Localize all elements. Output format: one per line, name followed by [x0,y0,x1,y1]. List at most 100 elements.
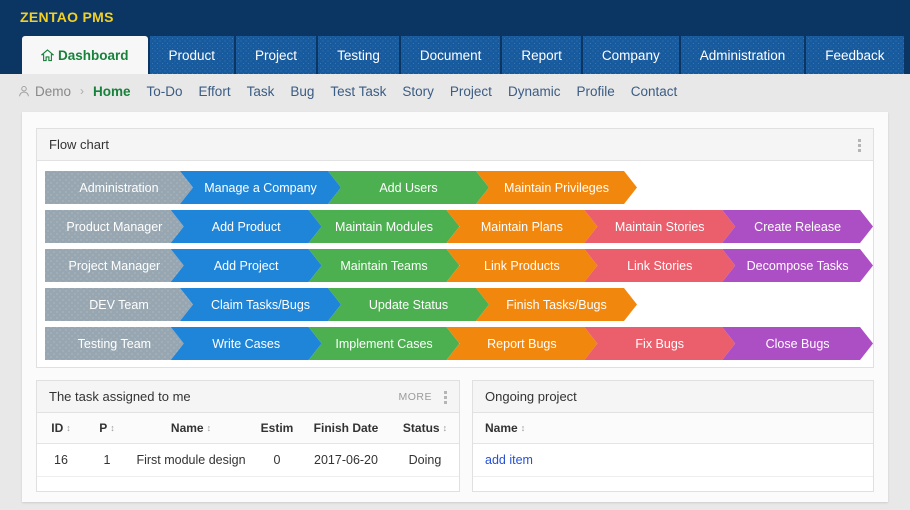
crumb-dynamic[interactable]: Dynamic [507,83,561,99]
tab-label: Administration [699,47,786,63]
flow-step-label: Update Status [368,297,449,312]
tab-project[interactable]: Project [236,36,316,74]
cell-name[interactable]: First module design [129,443,253,477]
kebab-menu-icon[interactable] [856,137,863,154]
tab-feedback[interactable]: Feedback [806,36,903,74]
flow-chart-actions [856,129,863,161]
sort-icon: ↕ [442,423,448,434]
column-header-p[interactable]: P↕ [85,413,129,444]
flow-step[interactable]: Add Users [328,171,489,204]
column-header-finish-date[interactable]: Finish Date [301,413,391,444]
flow-step[interactable]: Close Bugs [722,327,873,360]
tab-label: Company [601,47,660,63]
sort-icon: ↕ [66,423,71,434]
flow-step[interactable]: Maintain Modules [309,210,460,243]
col-label: ID [51,421,64,435]
flow-step[interactable]: Product Manager [45,210,184,243]
flow-step[interactable]: Administration [45,171,193,204]
col-label: Finish Date [313,421,379,435]
flow-step-label: Add Project [213,258,279,273]
crumb-project[interactable]: Project [449,83,492,99]
tab-report[interactable]: Report [502,36,581,74]
ongoing-project-panel: Ongoing project Name↕ add item [472,380,874,492]
flow-step[interactable]: Fix Bugs [584,327,735,360]
crumb-story[interactable]: Story [402,83,434,99]
col-label: Status [402,421,440,435]
flow-step[interactable]: Write Cases [171,327,322,360]
main-tab-bar: Dashboard Product Project Testing Docume… [0,36,910,74]
flow-step-label: Create Release [754,219,842,234]
tab-document[interactable]: Document [401,36,501,74]
crumb-profile[interactable]: Profile [576,83,615,99]
flow-chart-header: Flow chart [37,129,873,161]
flow-step[interactable]: Decompose Tasks [722,249,873,282]
flow-step[interactable]: Manage a Company [180,171,341,204]
tab-product[interactable]: Product [150,36,235,74]
flow-step[interactable]: Update Status [328,288,489,321]
flow-step-label: Report Bugs [487,336,557,351]
flow-step[interactable]: Testing Team [45,327,184,360]
more-link[interactable]: MORE [398,391,432,403]
column-header-name[interactable]: Name↕ [473,413,873,444]
cell-estim: 0 [253,443,301,477]
flow-step[interactable]: Report Bugs [446,327,597,360]
crumb-bug[interactable]: Bug [290,83,315,99]
flow-step[interactable]: Implement Cases [309,327,460,360]
cell-add: add item [473,443,873,477]
flow-step[interactable]: Create Release [722,210,873,243]
kebab-menu-icon[interactable] [442,389,449,406]
flow-step[interactable]: Maintain Teams [309,249,460,282]
flow-step-label: Maintain Teams [340,258,428,273]
col-label: Estim [260,421,294,435]
table-header-row: ID↕ P↕ Name↕ Estim Finish Date [37,413,459,444]
cell-finish-date: 2017-06-20 [301,443,391,477]
crumb-contact[interactable]: Contact [630,83,678,99]
column-header-id[interactable]: ID↕ [37,413,85,444]
table-row[interactable]: 16 1 First module design 0 2017-06-20 Do… [37,443,459,477]
flow-step[interactable]: Finish Tasks/Bugs [476,288,637,321]
my-tasks-title: The task assigned to me [49,389,191,404]
flow-step[interactable]: Maintain Plans [446,210,597,243]
flow-row: Project Manager Add Project Maintain Teams… [37,249,873,282]
flow-step-label: Link Stories [627,258,693,273]
tab-testing[interactable]: Testing [318,36,399,74]
flow-step[interactable]: Link Products [446,249,597,282]
flow-step[interactable]: DEV Team [45,288,193,321]
breadcrumb-separator: › [80,84,85,98]
crumb-effort[interactable]: Effort [198,83,231,99]
page-content: Flow chart Administration Manage a Compan… [22,112,888,502]
flow-step[interactable]: Link Stories [584,249,735,282]
col-label: Name [485,421,518,435]
column-header-estim[interactable]: Estim [253,413,301,444]
tab-company[interactable]: Company [583,36,679,74]
col-label: P [99,421,108,435]
crumb-todo[interactable]: To-Do [146,83,183,99]
column-header-status[interactable]: Status↕ [391,413,459,444]
breadcrumb: Demo › Home To-Do Effort Task Bug Test T… [0,74,910,108]
crumb-test-task[interactable]: Test Task [330,83,387,99]
flow-step[interactable]: Project Manager [45,249,184,282]
my-tasks-table: ID↕ P↕ Name↕ Estim Finish Date [37,413,459,477]
flow-step[interactable]: Claim Tasks/Bugs [180,288,341,321]
flow-step[interactable]: Add Product [171,210,322,243]
tab-dashboard[interactable]: Dashboard [22,36,148,74]
flow-step[interactable]: Maintain Stories [584,210,735,243]
column-header-name[interactable]: Name↕ [129,413,253,444]
flow-step-label: Testing Team [77,336,152,351]
flow-step-label: Maintain Stories [614,219,705,234]
add-item-link[interactable]: add item [485,453,533,467]
tab-label: Document [419,47,482,63]
tab-administration[interactable]: Administration [681,36,805,74]
crumb-home[interactable]: Home [93,83,131,99]
home-icon [41,48,54,62]
ongoing-project-header: Ongoing project [473,381,873,413]
flow-step[interactable]: Maintain Privileges [476,171,637,204]
flow-step[interactable]: Add Project [171,249,322,282]
flow-step-label: Manage a Company [204,180,317,195]
flow-step-label: Administration [79,180,159,195]
table-row: add item [473,443,873,477]
crumb-task[interactable]: Task [246,83,275,99]
